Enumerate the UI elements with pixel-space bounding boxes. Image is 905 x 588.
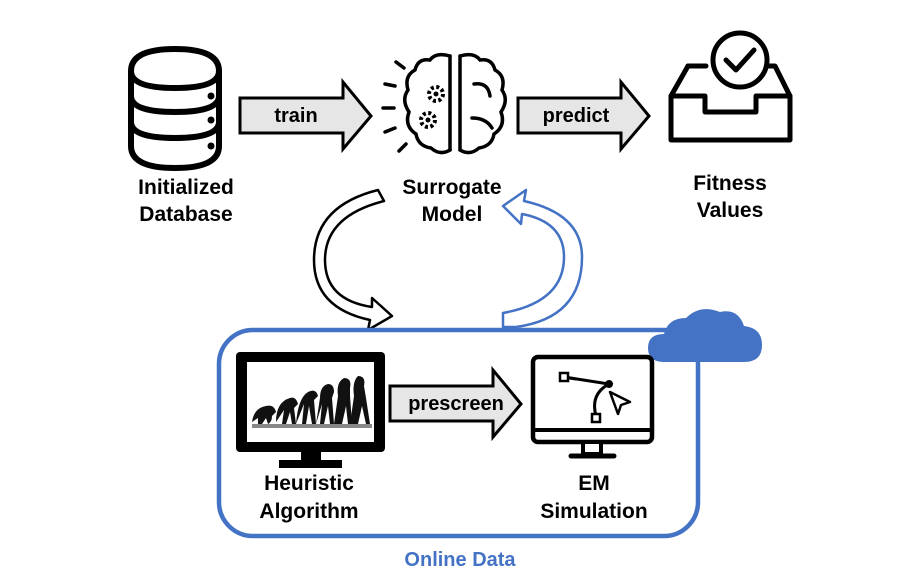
evolution-figures — [252, 376, 372, 428]
brain-icon — [381, 52, 507, 155]
predict-arrow — [516, 77, 651, 154]
heuristic-label-line1: Heuristic — [264, 472, 354, 495]
heuristic-label-line2: Algorithm — [259, 500, 358, 523]
prescreen-label: prescreen — [408, 393, 504, 415]
database-label-line1: Initialized — [138, 176, 234, 199]
loop-arrow-up — [501, 188, 584, 329]
train-arrow — [238, 77, 373, 154]
database-label-line2: Database — [139, 203, 232, 226]
fitness-label-line2: Values — [697, 199, 764, 222]
fitness-label-line1: Fitness — [693, 172, 767, 195]
online-data-label: Online Data — [404, 549, 516, 571]
train-label: train — [274, 105, 317, 127]
predict-label: predict — [543, 105, 610, 127]
em-label-line2: Simulation — [540, 500, 647, 523]
surrogate-label-line1: Surrogate — [402, 176, 501, 199]
em-label-line1: EM — [578, 472, 610, 495]
monitor-vector-icon — [530, 354, 655, 459]
inbox-check-icon — [668, 30, 793, 143]
loop-arrow-down — [312, 188, 394, 332]
surrogate-label-line2: Model — [422, 203, 483, 226]
online-data-box — [216, 327, 701, 539]
gear-icon — [419, 85, 445, 129]
cloud-icon — [648, 309, 762, 362]
monitor-evolution-icon — [236, 352, 385, 468]
prescreen-arrow — [388, 365, 523, 442]
database-icon — [128, 45, 222, 172]
